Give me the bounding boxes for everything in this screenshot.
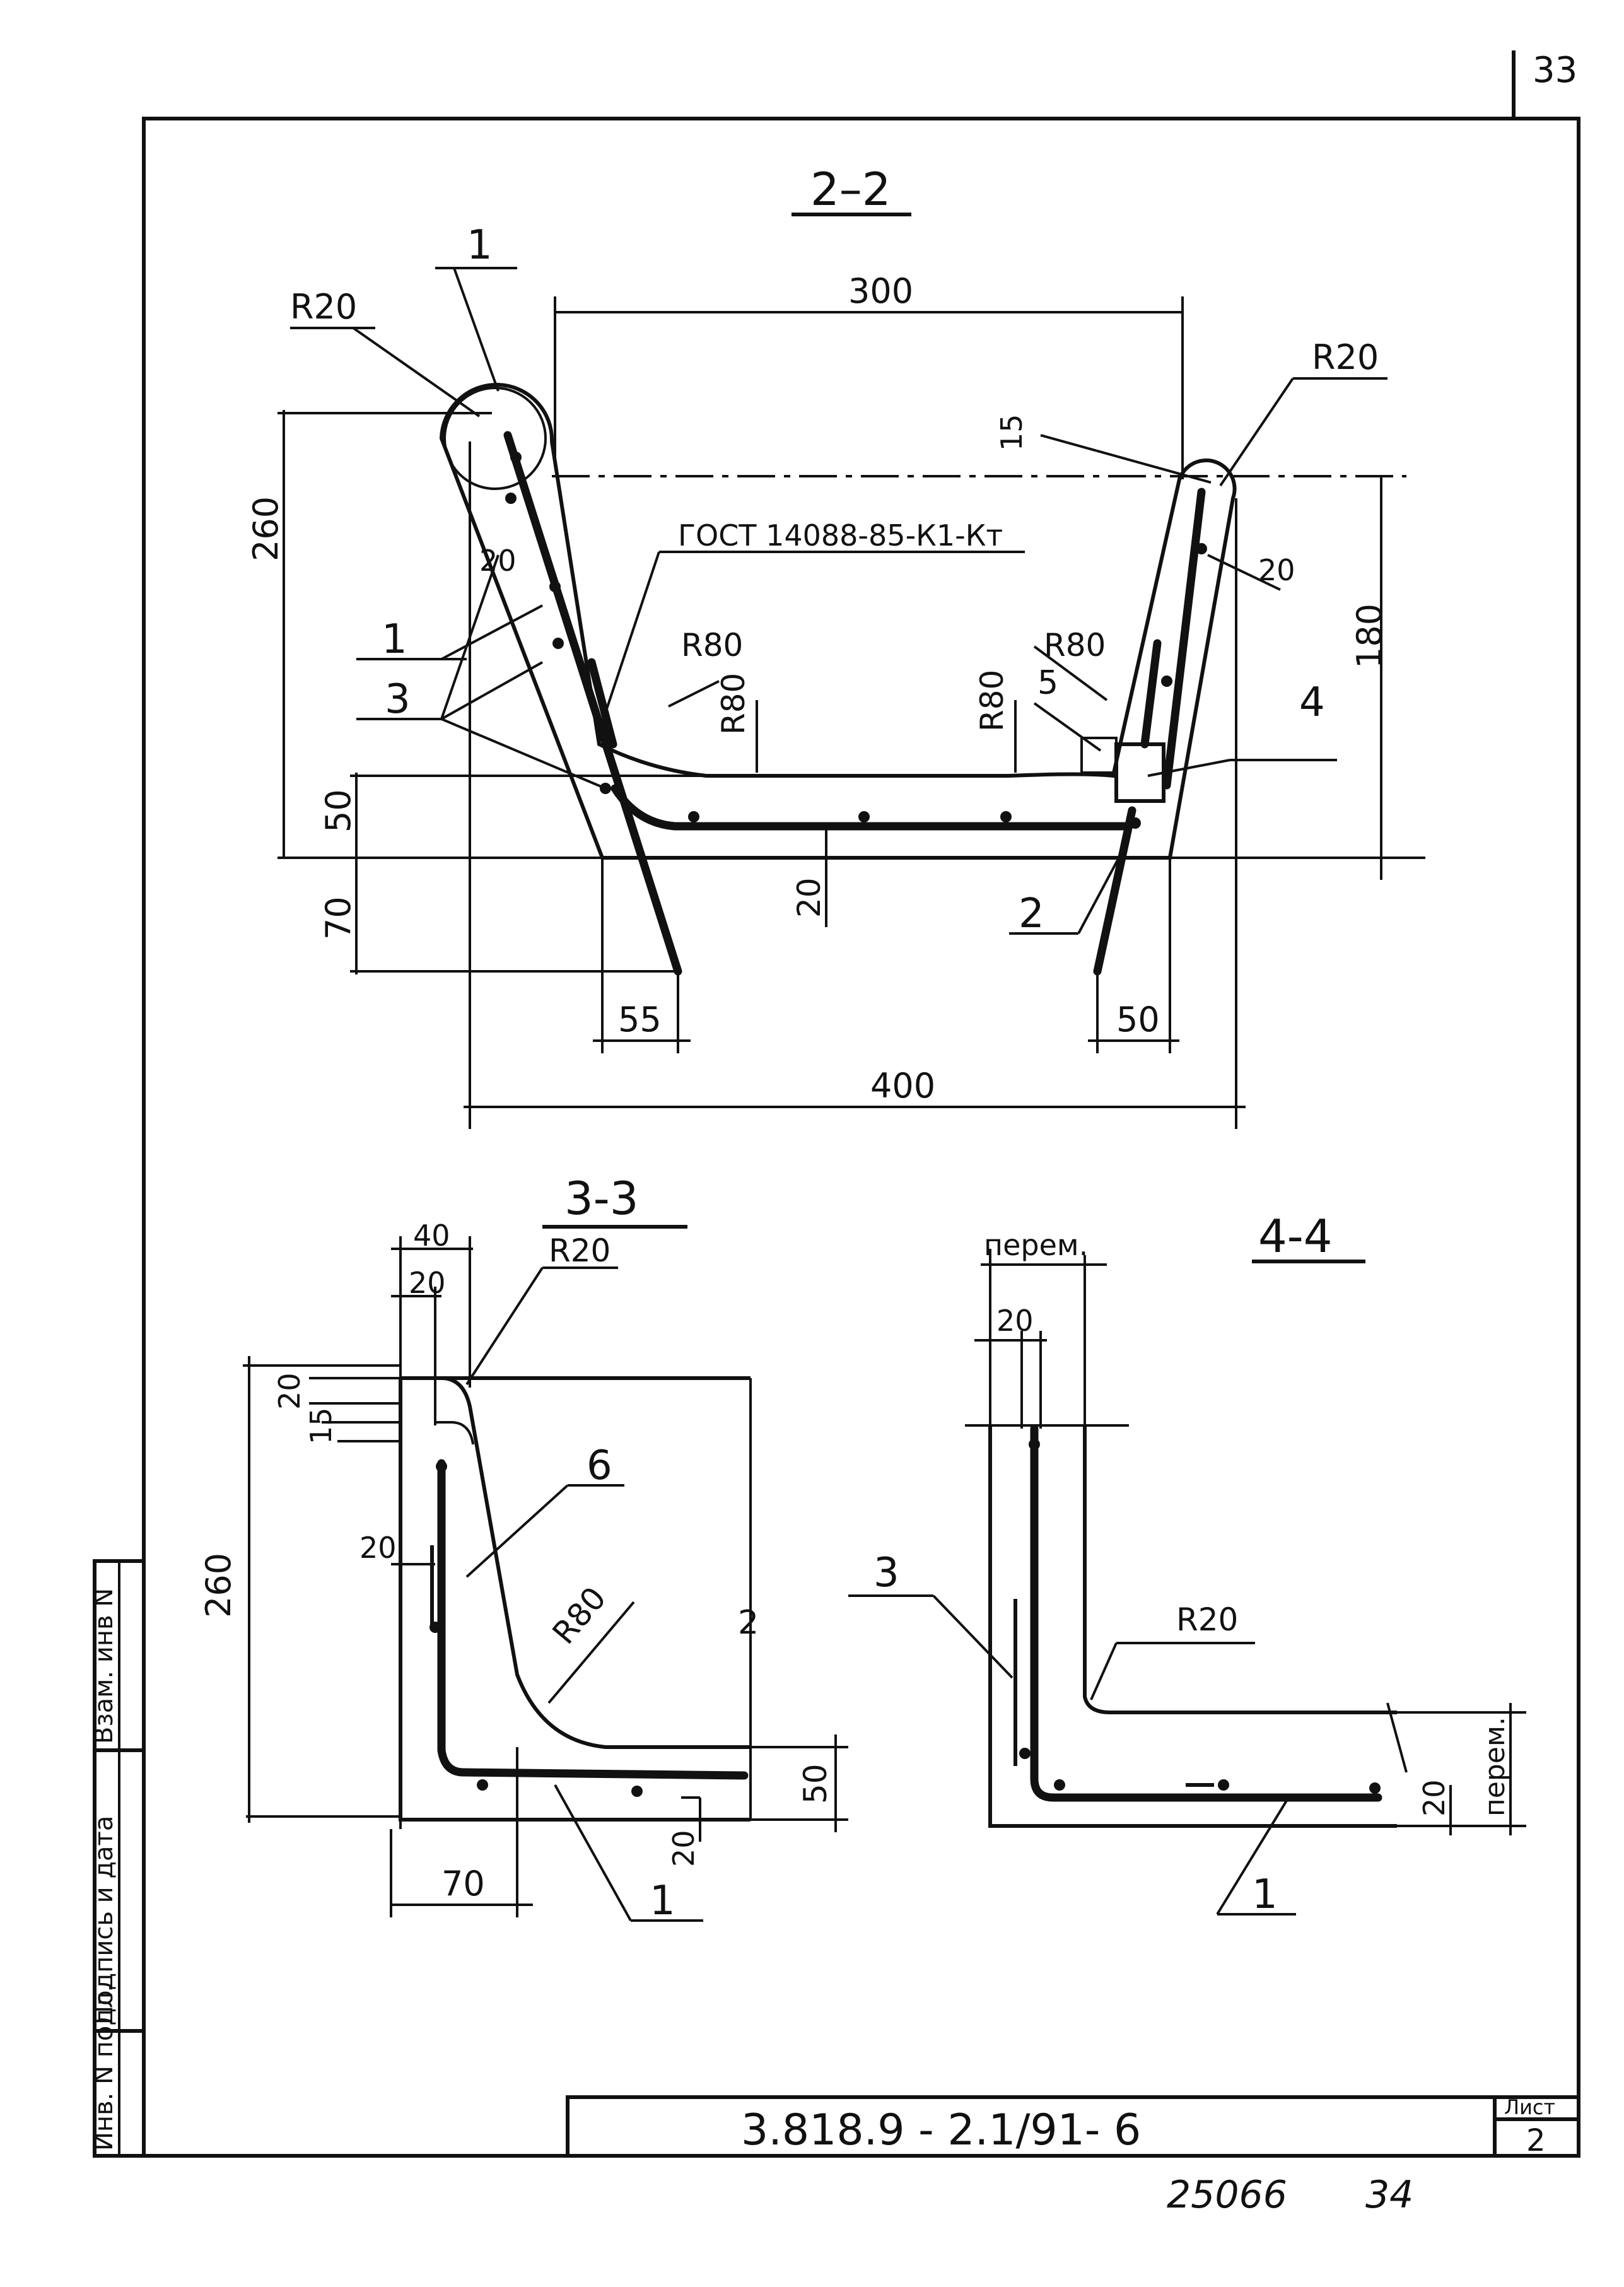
- sheet-label: Лист: [1504, 2095, 1555, 2119]
- svg-text:20: 20: [1417, 1779, 1451, 1816]
- svg-text:4: 4: [1299, 679, 1325, 726]
- rebar-right-extension: [1093, 806, 1136, 976]
- svg-text:5: 5: [1037, 664, 1058, 702]
- embedded-part: [1114, 742, 1165, 803]
- svg-text:180: 180: [1350, 604, 1389, 669]
- svg-text:20: 20: [996, 1304, 1034, 1338]
- svg-text:1: 1: [382, 616, 407, 663]
- document-code: 3.818.9 - 2.1/91- 6: [741, 2105, 1141, 2155]
- svg-text:50: 50: [797, 1764, 834, 1804]
- archive-number: 25066: [1167, 2173, 1287, 2217]
- section-2-2: 2–2: [246, 163, 1425, 1129]
- svg-text:1: 1: [650, 1878, 675, 1924]
- rebar-bottom: [610, 784, 1133, 831]
- svg-text:2: 2: [738, 1604, 759, 1642]
- svg-text:20: 20: [409, 1266, 446, 1300]
- svg-text:70: 70: [318, 896, 358, 940]
- svg-text:260: 260: [199, 1553, 238, 1618]
- svg-text:R20: R20: [290, 287, 357, 327]
- svg-text:15: 15: [995, 414, 1029, 451]
- svg-text:перем.: перем.: [1479, 1717, 1511, 1816]
- section-3-3: 3-3: [199, 1172, 848, 1924]
- svg-text:перем.: перем.: [984, 1228, 1088, 1262]
- side-stamp: Инв. N подл. Подпись и дата Взам. инв N: [90, 1559, 146, 2158]
- svg-text:20: 20: [272, 1372, 307, 1410]
- section-2-2-title: 2–2: [810, 163, 891, 216]
- svg-text:70: 70: [441, 1864, 485, 1904]
- svg-text:R80: R80: [715, 673, 752, 735]
- rebar-left-incline: [503, 431, 682, 976]
- rebar-right-incline: [1162, 488, 1206, 790]
- svg-text:20: 20: [667, 1830, 701, 1867]
- svg-text:400: 400: [870, 1066, 935, 1106]
- footer-page: 34: [1365, 2173, 1413, 2217]
- rebar-right-inner: [1140, 639, 1162, 749]
- rebar-3-3: [437, 1459, 749, 1780]
- svg-text:R20: R20: [1312, 337, 1379, 377]
- svg-text:1: 1: [467, 222, 493, 269]
- svg-text:300: 300: [848, 271, 913, 311]
- sheet-value: 2: [1526, 2123, 1546, 2158]
- svg-text:R20: R20: [1176, 1601, 1238, 1638]
- svg-text:20: 20: [1258, 553, 1295, 587]
- svg-text:R20: R20: [549, 1232, 610, 1269]
- svg-text:1: 1: [1252, 1871, 1278, 1918]
- rebar-left-inner: [587, 658, 617, 749]
- title-block: 3.818.9 - 2.1/91- 6 Лист 2: [566, 2095, 1580, 2158]
- section-4-4-outline: [988, 1425, 1397, 1828]
- svg-text:3: 3: [873, 1550, 899, 1596]
- stamp-inventory: Инв. N подл.: [90, 1984, 119, 2151]
- svg-text:20: 20: [791, 877, 827, 918]
- section-4-4: 4-4 перем. 20 20 перем. R20: [848, 1210, 1526, 1918]
- svg-text:3: 3: [385, 676, 411, 723]
- svg-text:R80: R80: [974, 670, 1010, 732]
- svg-text:50: 50: [318, 789, 358, 833]
- svg-text:20: 20: [479, 544, 517, 578]
- svg-text:R80: R80: [681, 627, 743, 664]
- svg-text:4-4: 4-4: [1258, 1210, 1333, 1263]
- sheet-number-top: 33: [1533, 50, 1577, 91]
- svg-text:50: 50: [1116, 1000, 1160, 1039]
- embedded-plate: [1080, 737, 1118, 774]
- svg-text:ГОСТ 14088-85-К1-Кт: ГОСТ 14088-85-К1-Кт: [678, 518, 1003, 553]
- svg-text:40: 40: [413, 1219, 450, 1253]
- svg-text:15: 15: [304, 1407, 338, 1444]
- svg-text:20: 20: [359, 1531, 397, 1565]
- svg-text:R80: R80: [1044, 627, 1106, 664]
- section-2-2-outline: [439, 383, 1237, 860]
- svg-text:2: 2: [1019, 891, 1044, 937]
- stamp-signature: Подпись и дата: [90, 1816, 119, 2025]
- rebar-4-4: [1030, 1424, 1382, 1802]
- svg-text:6: 6: [587, 1442, 612, 1489]
- svg-text:55: 55: [618, 1000, 662, 1039]
- svg-text:3-3: 3-3: [564, 1172, 639, 1225]
- drawing-frame: [142, 117, 1580, 2158]
- svg-text:260: 260: [246, 496, 286, 561]
- detail-circle-r20: [443, 387, 547, 490]
- stamp-replacement: Взам. инв N: [90, 1588, 119, 1744]
